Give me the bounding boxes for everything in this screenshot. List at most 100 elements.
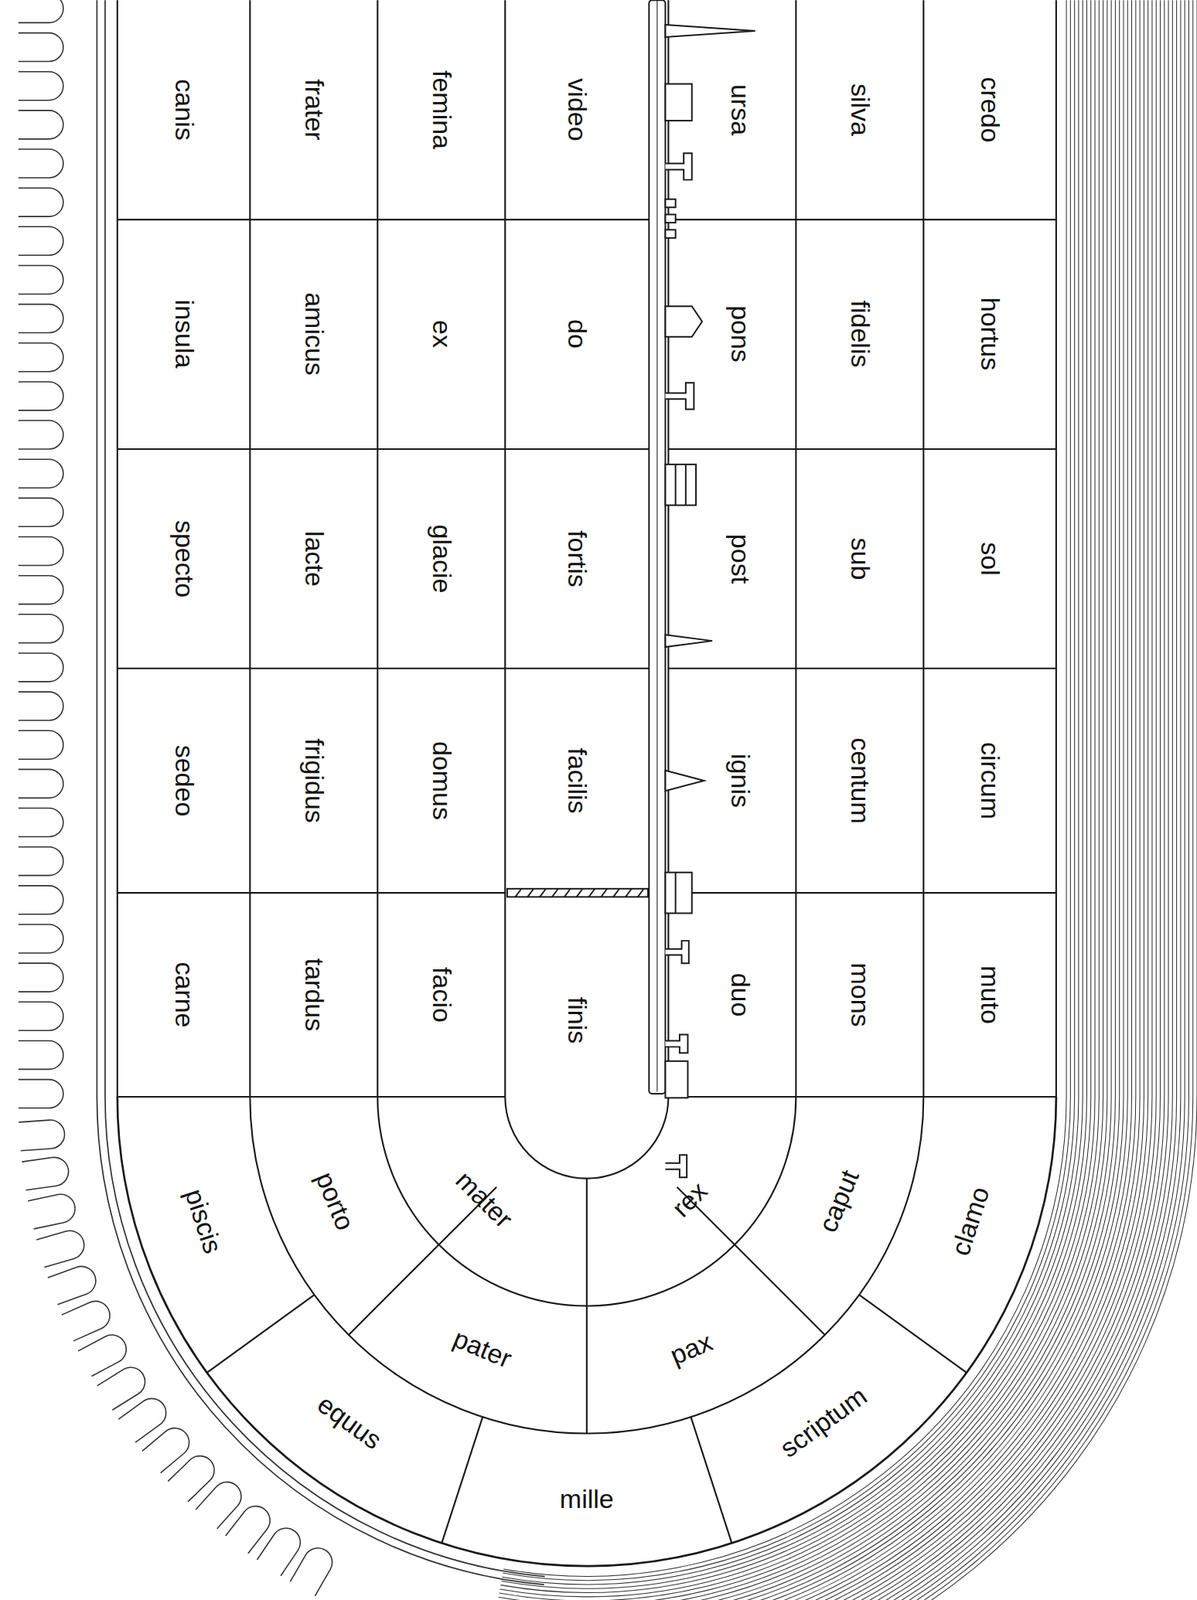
- board-cell: silva: [845, 83, 874, 137]
- stand-stroke: [18, 614, 64, 644]
- board-cell: equus: [312, 1390, 388, 1457]
- stand-stroke: [18, 886, 64, 915]
- board-cell: lacte: [299, 531, 328, 587]
- board-cell: sol: [975, 542, 1004, 576]
- stand-stroke: [486, 0, 1165, 1600]
- stand-stroke: [482, 0, 1185, 1600]
- board-cell: domus: [426, 741, 456, 821]
- cell-word: pax: [665, 1327, 717, 1371]
- board-cell: porto: [310, 1168, 360, 1235]
- cell-word: ignis: [725, 753, 754, 809]
- stand-stroke: [225, 1500, 277, 1555]
- board-cell: ursa: [725, 84, 754, 136]
- board-grid: [117, 0, 1057, 1567]
- stand-stroke: [484, 0, 1177, 1600]
- stand-stroke: [481, 0, 1194, 1600]
- cell-word: facilis: [562, 747, 591, 814]
- cell-word: piscis: [179, 1186, 228, 1258]
- cell-word: lacte: [299, 531, 328, 587]
- cell-word: amicus: [299, 292, 328, 376]
- cell-word: carne: [169, 961, 198, 1028]
- board-cell: scriptum: [774, 1382, 873, 1465]
- cell-word: insula: [169, 300, 198, 369]
- stand-stroke: [503, 0, 1067, 1577]
- stand-stroke: [18, 149, 64, 178]
- board-cell: fortis: [562, 530, 591, 588]
- board-cell: clamo: [945, 1183, 996, 1260]
- board-cell: frigidus: [299, 738, 328, 824]
- board-cell: facio: [426, 967, 456, 1024]
- stand-stroke: [491, 0, 1132, 1600]
- cell-word: equus: [312, 1390, 388, 1457]
- board-cell: piscis: [179, 1186, 228, 1258]
- board-cell: ex: [426, 320, 456, 348]
- stand-stroke: [487, 0, 1160, 1600]
- stand-stroke: [18, 226, 64, 256]
- board-cell: fidelis: [845, 300, 874, 369]
- board-cell: hortus: [975, 297, 1004, 372]
- board-cell: mille: [559, 1485, 614, 1515]
- stand-stroke: [18, 33, 64, 62]
- board-cell: specto: [169, 519, 198, 597]
- cell-word: hortus: [975, 297, 1004, 372]
- stand-stroke: [289, 1543, 338, 1597]
- stand-stroke: [500, 0, 1088, 1597]
- stand-stroke: [47, 1262, 100, 1306]
- cell-word: finis: [562, 996, 591, 1044]
- cell-word: credo: [975, 76, 1004, 143]
- stand-stroke: [18, 187, 64, 217]
- cell-word: canis: [169, 78, 198, 140]
- spina: [648, 0, 755, 1178]
- stand-stroke: [18, 537, 64, 567]
- board-cell: pons: [725, 305, 754, 363]
- board-cell: glacie: [426, 524, 456, 594]
- cell-word: glacie: [426, 524, 456, 594]
- stand-stroke: [18, 730, 64, 760]
- stand-stroke: [495, 0, 1112, 1600]
- stand-stroke: [118, 1393, 172, 1443]
- stand-stroke: [493, 0, 1124, 1600]
- board-cell: credo: [975, 76, 1004, 143]
- cell-word: muto: [975, 965, 1004, 1025]
- cell-word: centum: [845, 737, 874, 825]
- stand-stroke: [21, 1156, 71, 1191]
- board-cell: caput: [813, 1166, 865, 1237]
- stand-stroke: [105, 0, 546, 1577]
- stand-stroke: [18, 1002, 64, 1031]
- board-cell: mons: [845, 962, 874, 1027]
- stand-stroke: [18, 924, 64, 954]
- stand-stroke: [18, 265, 64, 294]
- board-cell: circum: [975, 742, 1004, 820]
- stand-stroke: [488, 0, 1153, 1600]
- cell-word: scriptum: [774, 1382, 873, 1465]
- cell-word: domus: [426, 741, 456, 821]
- stand-stroke: [18, 343, 64, 372]
- board-cell: carne: [169, 961, 198, 1028]
- cell-word: fortis: [562, 530, 591, 588]
- stands-texture: [18, 0, 1197, 1600]
- stand-stroke: [499, 0, 1092, 1600]
- stand-stroke: [36, 1227, 88, 1269]
- cell-word: do: [562, 319, 591, 349]
- cell-word: frigidus: [299, 738, 328, 824]
- stand-stroke: [483, 0, 1180, 1600]
- board-cell: insula: [169, 300, 198, 369]
- stand-stroke: [497, 0, 1104, 1600]
- stand-stroke: [489, 0, 1149, 1600]
- stand-stroke: [18, 963, 64, 993]
- board-cell: frater: [299, 78, 328, 140]
- board-cell: muto: [975, 965, 1004, 1025]
- cell-word: silva: [845, 83, 874, 137]
- cell-word: caput: [813, 1166, 865, 1237]
- cell-word: pons: [725, 305, 754, 363]
- stand-stroke: [18, 497, 64, 527]
- stand-stroke: [96, 0, 544, 1586]
- cell-word: fidelis: [845, 300, 874, 369]
- cell-word: mille: [559, 1485, 614, 1515]
- stand-stroke: [484, 0, 1173, 1600]
- stand-stroke: [496, 0, 1108, 1600]
- board-cell: pax: [665, 1327, 717, 1371]
- cell-word: ex: [426, 320, 456, 348]
- stand-stroke: [482, 0, 1190, 1600]
- stand-stroke: [18, 71, 64, 101]
